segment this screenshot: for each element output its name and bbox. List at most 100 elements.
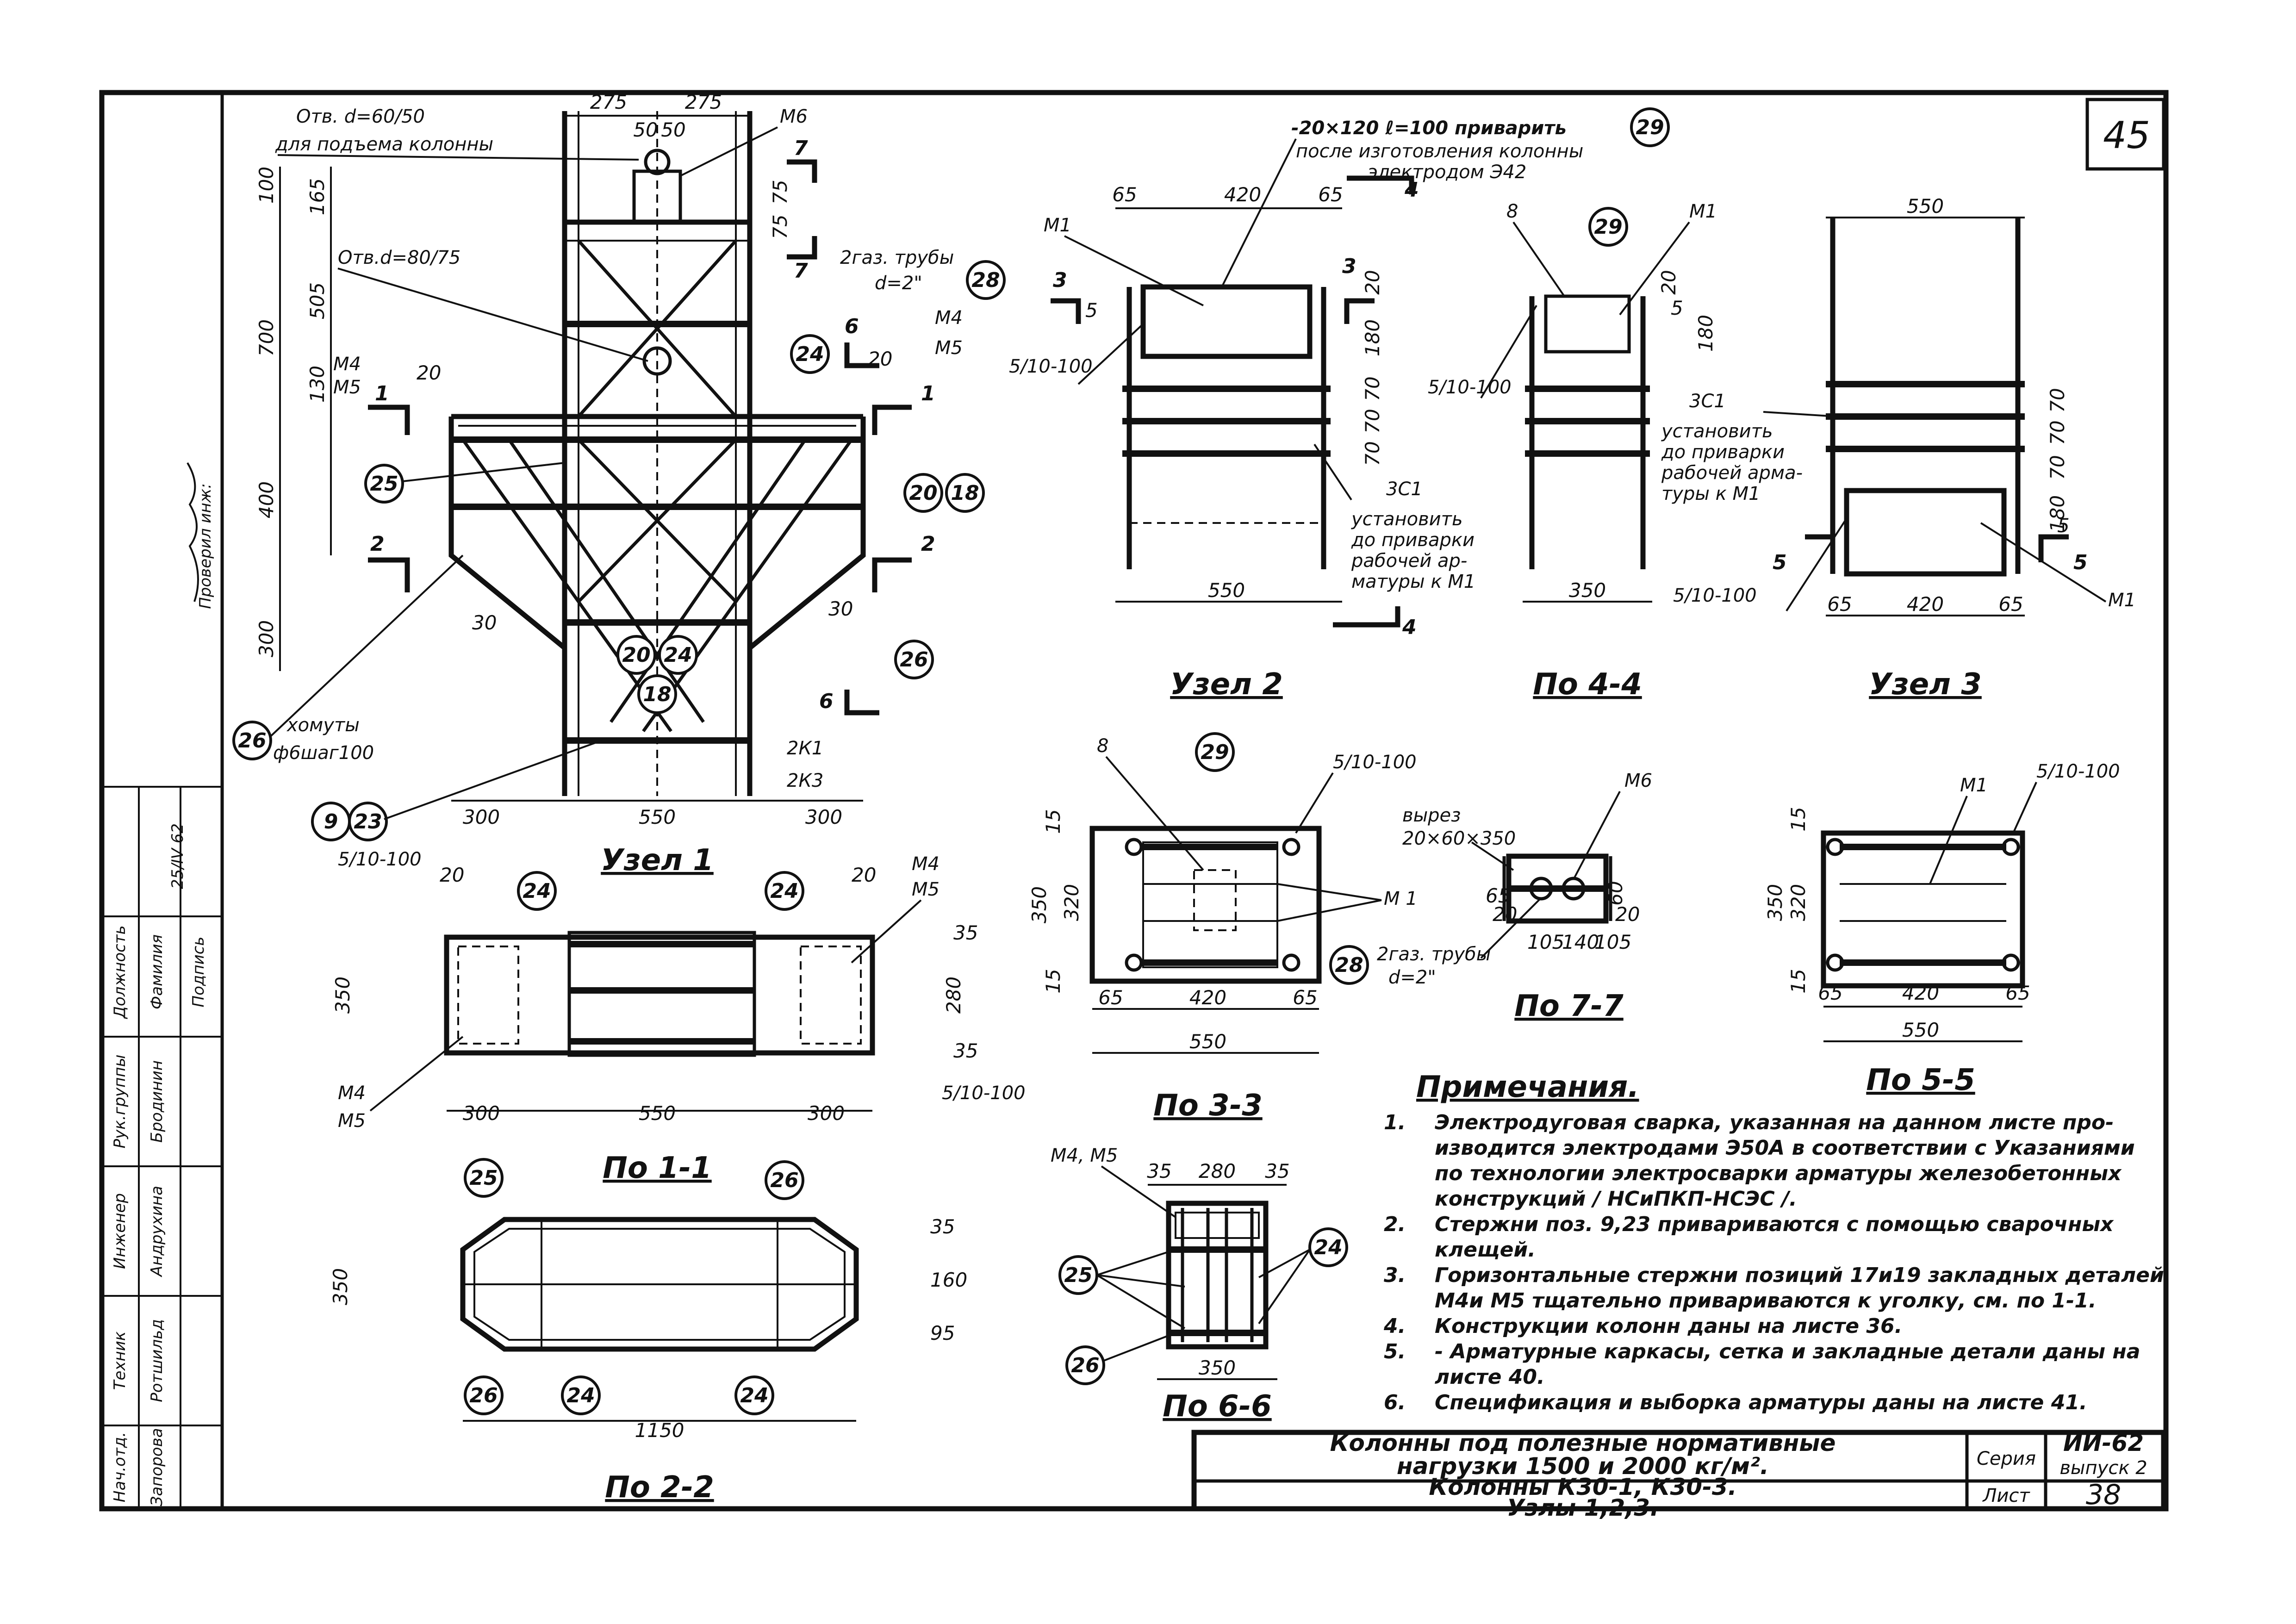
uzel3-dim-top: 550: [1907, 195, 1944, 218]
stamp-date: 25/IV 62: [168, 823, 187, 889]
uzel1-dim-bottom-2: 550: [639, 806, 676, 828]
uzel1-m5-left: М5: [333, 377, 361, 398]
po33-dim-bottom-total: 550: [1189, 1030, 1226, 1053]
uzel1-hole1-label: Отв. d=60/50: [296, 106, 425, 127]
subtitle-line-1: Колонны К30-1, К30-3.: [1429, 1474, 1736, 1500]
po44-dim-right-1: 20: [1657, 270, 1680, 294]
po33-dim-bottom-3: 65: [1293, 986, 1317, 1009]
uzel1-hole1-note: для подъема колонны: [275, 134, 493, 155]
handwritten-signature: [187, 462, 199, 602]
series-value: ИИ-62: [2063, 1430, 2144, 1456]
uzel2-dim-bottom: 550: [1208, 579, 1245, 602]
sheet-value: 38: [2086, 1479, 2121, 1511]
po44-pos-8: 8: [1506, 201, 1518, 222]
stamp-row-4-position: Нач.отд.: [111, 1432, 129, 1502]
uzel1-hole2-label: Отв.d=80/75: [338, 247, 460, 268]
uzel3-m1-label: М1: [2108, 590, 2136, 611]
uzel2-stirrup-label: 5/10-100: [1009, 356, 1093, 377]
uzel1-bubble-24-center: 24: [664, 643, 692, 667]
uzel1-bubble-18-center: 18: [643, 683, 671, 706]
uzel2-dim-right-1: 20: [1361, 270, 1384, 294]
uzel2-bubble-29: 29: [1636, 116, 1664, 139]
po66-dim-top-1: 35: [1147, 1160, 1171, 1182]
uzel1-cut-1-left: 1: [375, 382, 389, 405]
uzel2-plate-note: после изготовления колонны: [1296, 141, 1583, 162]
note-1-number: 1.: [1384, 1111, 1406, 1134]
uzel1-cut-6-bottom: 6: [819, 690, 834, 713]
uzel2-dim-right-4: 70: [1361, 409, 1384, 433]
view-uzel-1: 275 275 50 50 100 165 505 700 130 400 30…: [232, 91, 1006, 877]
uzel1-m4-right: М4: [935, 307, 963, 329]
po11-stirrup-label: 5/10-100: [338, 849, 422, 870]
uzel3-dim-right-4: 180: [2046, 495, 2069, 532]
view-uzel-3: 550 65 420 65 70 70 70 180 3С1 установит…: [1661, 195, 2136, 702]
po22-caption: По 2-2: [605, 1470, 714, 1505]
po33-dim-left-1: 15: [1042, 809, 1064, 834]
note-5-line-1: - Арматурные каркасы, сетка и закладные …: [1435, 1340, 2140, 1363]
uzel1-m6-label: М6: [780, 106, 808, 127]
po55-dim-bottom-2: 420: [1902, 982, 1939, 1004]
po66-m4m5-label: М4, М5: [1051, 1145, 1118, 1166]
po11-m5-right: М5: [912, 879, 940, 900]
title-block: Колонны под полезные нормативные нагрузк…: [1191, 1430, 2166, 1521]
uzel3-dim-right-2: 70: [2046, 420, 2069, 445]
po33-dim-bottom-2: 420: [1189, 986, 1226, 1009]
uzel2-cut-3-right: 3: [1342, 255, 1356, 278]
uzel1-m5-right: М5: [935, 337, 963, 359]
uzel2-m1-label: М1: [1044, 215, 1071, 236]
po77-dim-60: 60: [1604, 881, 1627, 905]
uzel1-dim-right-2: 75: [769, 214, 791, 239]
uzel3-dim-right-1: 70: [2046, 388, 2069, 412]
po22-dim-left: 350: [329, 1268, 352, 1305]
po77-m6-label: М6: [1624, 770, 1652, 791]
view-po-2-2: 1150 350 35 160 95 25 26 26 24 24 По 2-2: [329, 1158, 967, 1505]
po77-cutout-label: вырез: [1402, 805, 1461, 826]
issue-value: выпуск 2: [2060, 1457, 2147, 1479]
uzel3-dim-bottom-2: 420: [1907, 593, 1944, 616]
notes-block: Примечания. 1. Электродуговая сварка, ук…: [1383, 1070, 2164, 1414]
uzel1-cut-7-bottom: 7: [794, 259, 808, 283]
uzel2-cut-4-bottom: 4: [1402, 616, 1417, 639]
po11-dim-bottom-1: 300: [463, 1102, 500, 1125]
po77-dim-65: 65: [1486, 884, 1510, 907]
po33-m1-label: М 1: [1384, 888, 1418, 909]
uzel2-dim-top-2: 65: [1318, 183, 1343, 206]
note-6-number: 6.: [1384, 1391, 1406, 1414]
po44-stirrup-label: 5/10-100: [1428, 377, 1512, 398]
uzel3-sc1-note-1: установить: [1661, 421, 1773, 442]
po55-dim-bottom-total: 550: [1902, 1019, 1939, 1041]
sheet-frame: 45: [99, 90, 2169, 1512]
po33-caption: По 3-3: [1153, 1089, 1262, 1123]
po33-bubble-29: 29: [1201, 740, 1229, 764]
po22-bubble-26-bottom: 26: [469, 1384, 498, 1407]
po22-dim-right-1: 35: [930, 1215, 955, 1238]
note-1-line-1: Электродуговая сварка, указанная на данн…: [1435, 1111, 2114, 1134]
uzel3-cut-5-right: 5: [2073, 551, 2088, 574]
uzel2-plate-label: -20×120 ℓ=100 приварить: [1291, 118, 1567, 139]
notes-title: Примечания.: [1416, 1070, 1639, 1104]
stamp-row-1-position: Рук.группы: [111, 1055, 129, 1149]
note-3-number: 3.: [1384, 1263, 1406, 1287]
uzel3-sc1-note-2: до приварки: [1661, 442, 1785, 463]
po55-dim-left-15-top: 15: [1787, 807, 1810, 831]
checked-by-label: Проверил инж:: [196, 483, 215, 609]
uzel1-bubble-20-center: 20: [622, 643, 650, 667]
uzel1-k1-label: 2К1: [787, 738, 823, 759]
po55-m1-label: М1: [1960, 775, 1988, 796]
po55-dim-left-350: 350: [1764, 884, 1786, 921]
uzel2-sc1-note-2: до приварки: [1351, 529, 1475, 551]
note-3-line-1: Горизонтальные стержни позиций 17и19 зак…: [1435, 1263, 2164, 1287]
po11-dim-right-2: 280: [942, 977, 965, 1014]
stamp-row-3-position: Техник: [111, 1331, 129, 1390]
po55-caption: По 5-5: [1866, 1063, 1975, 1097]
po11-dim-right-3: 35: [953, 1039, 978, 1062]
uzel1-cut-7-top: 7: [794, 137, 808, 160]
stamp-row-4-surname: Запорова: [148, 1428, 166, 1506]
title-line-1: Колонны под полезные нормативные: [1330, 1430, 1836, 1456]
note-4-number: 4.: [1383, 1314, 1406, 1338]
uzel1-bubble-24: 24: [796, 342, 824, 366]
uzel1-bubble-28: 28: [971, 268, 1000, 292]
po44-dim-right-2: 5: [1671, 297, 1683, 319]
po11-m4-right: М4: [912, 853, 940, 875]
